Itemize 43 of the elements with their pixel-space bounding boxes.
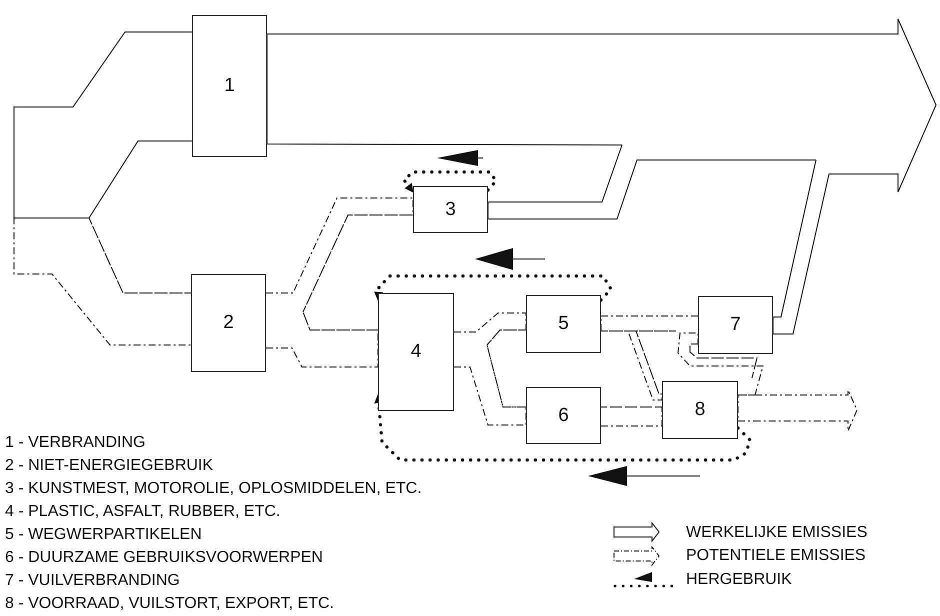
legend-key-text: 5 - WEGWERPARTIKELEN [5,525,202,545]
process-box [526,387,601,444]
recycling-loop [374,274,613,302]
flow-band [266,34,816,146]
process-box [526,295,601,353]
flow-band [677,332,764,396]
flow-band [600,406,662,426]
flow-band [738,394,756,422]
legend-key-text: 1 - VERBRANDING [5,433,146,453]
legend-key-text: 7 - VUILVERBRANDING [5,571,180,591]
flow-band [488,144,816,220]
flow-band [600,330,662,400]
flow-band [600,316,698,332]
legend-text: POTENTIELE EMISSIES [686,547,866,566]
legend-key-text: 4 - PLASTIC, ASFALT, RUBBER, ETC. [5,502,280,522]
recycling-loop [402,170,498,194]
flow-band [454,344,526,426]
legend-key-text: 3 - KUNSTMEST, MOTOROLIE, OPLOSMIDDELEN, ETC. [5,479,422,499]
box-number: 3 [445,198,456,220]
process-box [192,15,267,157]
flow-band [266,198,414,312]
box-number: 6 [558,404,569,426]
process-box [698,296,773,354]
legend-text: WERKELIJKE EMISSIES [686,524,868,542]
process-box [413,186,488,233]
flow-band [14,218,192,346]
flow-band [14,32,192,218]
box-number: 5 [558,313,569,335]
flow-band [454,312,526,346]
legend-key-text: 6 - DUURZAME GEBRUIKSVOORWERPEN [5,548,323,568]
legend-key-text: 2 - NIET-ENERGIEGEBRUIK [5,456,214,476]
box-number: 8 [694,399,706,421]
recycling-loop [374,393,752,462]
legend-text: HERGEBRUIK [686,570,792,589]
box-number: 2 [223,312,234,334]
box-number: 4 [410,341,422,363]
process-box [378,293,454,411]
box-number: 7 [730,314,741,336]
process-box [191,274,266,372]
box-number: 1 [224,75,235,97]
flow-band [266,312,378,368]
legend-key-text: 8 - VOORRAAD, VUILSTORT, EXPORT, ETC. [5,594,334,614]
process-box [662,381,738,439]
